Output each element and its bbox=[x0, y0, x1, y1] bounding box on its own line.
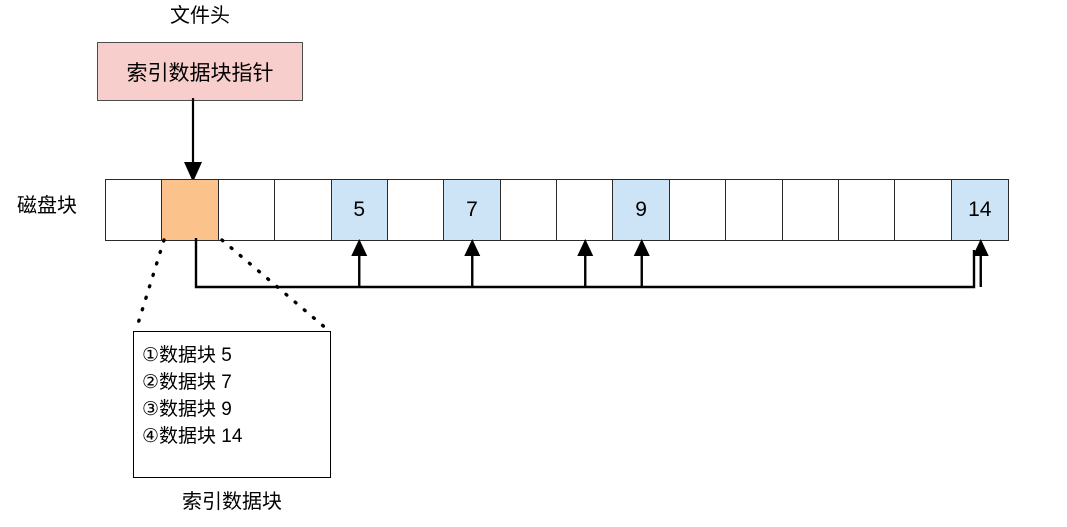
disk-cell-free bbox=[275, 180, 332, 240]
disk-cell-free bbox=[500, 180, 557, 240]
data-block-pointer-arrowhead-icon bbox=[464, 239, 481, 256]
disk-cell-free bbox=[782, 180, 839, 240]
index-block-pointer-text: 索引数据块指针 bbox=[126, 61, 274, 85]
list-item: ③数据块 9 bbox=[142, 399, 232, 420]
disk-cell-free bbox=[218, 180, 276, 240]
list-item: ①数据块 5 bbox=[142, 345, 232, 366]
index-block-caption: 索引数据块 bbox=[182, 491, 282, 513]
disk-cell-free bbox=[895, 180, 952, 240]
data-block-pointer-arrowhead-icon bbox=[577, 239, 594, 256]
disk-cell-data-block: 14 bbox=[951, 180, 1008, 240]
disk-cell-free bbox=[726, 180, 783, 240]
index-block-pointer-box: 索引数据块指针 bbox=[97, 42, 303, 101]
disk-cell-free bbox=[387, 180, 445, 240]
list-item: ④数据块 14 bbox=[142, 426, 243, 447]
disk-block-row-label: 磁盘块 bbox=[17, 195, 77, 217]
disk-cell-data-block: 7 bbox=[444, 180, 501, 240]
data-block-pointer-arrowhead-icon bbox=[972, 239, 989, 256]
index-to-data-connector-bus bbox=[194, 238, 989, 289]
disk-cell-free bbox=[557, 180, 614, 240]
file-header-label: 文件头 bbox=[170, 5, 230, 27]
disk-cell-data-block: 9 bbox=[613, 180, 670, 240]
header-to-index-arrow-icon bbox=[184, 98, 202, 182]
index-block-expansion-lines-icon bbox=[134, 238, 330, 332]
disk-cell-free bbox=[669, 180, 727, 240]
disk-cell-free bbox=[838, 180, 896, 240]
disk-cell-data-block: 5 bbox=[331, 180, 388, 240]
data-block-pointer-arrowhead-icon bbox=[351, 239, 368, 256]
data-block-pointer-arrowhead-icon bbox=[633, 239, 650, 256]
index-block-detail: ①数据块 5 ②数据块 7 ③数据块 9 ④数据块 14 bbox=[133, 331, 331, 478]
disk-cell-index-block bbox=[162, 180, 219, 240]
disk-cell-free bbox=[106, 180, 163, 240]
list-item: ②数据块 7 bbox=[142, 372, 232, 393]
